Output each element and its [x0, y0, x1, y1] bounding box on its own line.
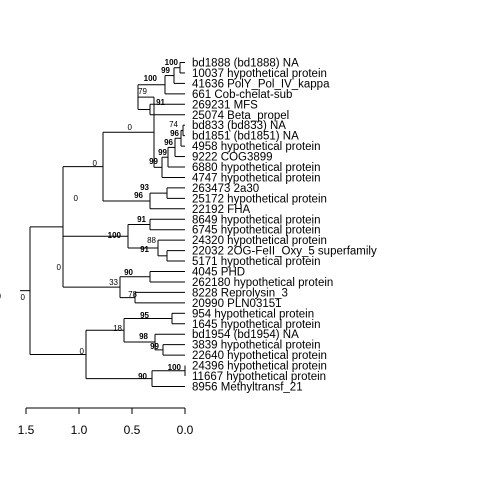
- axis-tick-label: 1.5: [18, 423, 35, 437]
- leaf-label: bd833 (bd833) NA: [192, 120, 286, 132]
- leaf-label: 4958 hypothetical protein: [192, 141, 321, 153]
- leaf-label: 24396 hypothetical protein: [192, 361, 327, 373]
- support-value: 0: [74, 194, 79, 203]
- support-value: 0: [128, 123, 133, 132]
- support-value: 0: [80, 347, 85, 356]
- leaf-label: 954 hypothetical protein: [192, 308, 314, 320]
- support-value: 0: [21, 293, 26, 302]
- support-value: 99: [161, 66, 170, 75]
- leaf-label: 661 Cob-chelat-sub: [192, 89, 292, 101]
- support-value: 96: [164, 138, 173, 147]
- leaf-label: 20990 PLN03151: [192, 298, 282, 310]
- support-value: 100: [108, 231, 122, 240]
- leaf-label: 25074 Beta_propel: [192, 110, 289, 122]
- support-value: 91: [140, 245, 149, 254]
- leaf-label: 262180 hypothetical protein: [192, 277, 333, 289]
- support-value: 99: [150, 342, 159, 351]
- support-value: 0: [57, 263, 62, 272]
- leaf-label: 269231 MFS: [192, 99, 258, 111]
- support-value: 95: [140, 311, 149, 320]
- axis-tick-label: 0.0: [177, 423, 194, 437]
- support-value: 96: [170, 129, 179, 138]
- support-value: 100: [168, 363, 182, 372]
- support-value: 74: [169, 120, 178, 129]
- support-value: 0: [93, 159, 98, 168]
- support-value: 88: [147, 236, 156, 245]
- leaf-label: bd1888 (bd1888) NA: [192, 58, 299, 70]
- leaf-label: 263473 2a30: [192, 183, 259, 195]
- leaf-label: 9222 COG3899: [192, 152, 273, 164]
- leaf-label: 8649 hypothetical protein: [192, 214, 321, 226]
- support-value: 93: [140, 183, 149, 192]
- leaf-label: 5171 hypothetical protein: [192, 256, 321, 268]
- axis-tick-label: 0.5: [124, 423, 141, 437]
- support-value: 100: [144, 74, 158, 83]
- support-value: 99: [158, 148, 167, 157]
- support-value: 79: [138, 87, 147, 96]
- leaf-label: 8956 Methyltransf_21: [192, 381, 303, 393]
- leaf-label: 4045 PHD: [192, 267, 245, 279]
- leaf-label: 11667 hypothetical protein: [192, 371, 326, 383]
- leaf-label: 8228 Reprolysin_3: [192, 287, 288, 299]
- leaf-label: 22192 FHA: [192, 204, 251, 216]
- support-value: 0: [0, 292, 2, 301]
- leaf-label: 41636 PolY_Pol_IV_kappa: [192, 78, 330, 90]
- leaf-label: 4747 hypothetical protein: [192, 172, 321, 184]
- support-value: 90: [124, 268, 133, 277]
- leaf-label: 25172 hypothetical protein: [192, 193, 327, 205]
- support-value: 96: [134, 191, 143, 200]
- support-value: 91: [137, 215, 146, 224]
- distance-axis: 1.5 1.0 0.5 0.0: [18, 407, 194, 437]
- support-value: 33: [109, 278, 118, 287]
- leaf-label: 6880 hypothetical protein: [192, 162, 321, 174]
- support-value: 78: [128, 290, 137, 299]
- leaf-label: bd1851 (bd1851) NA: [192, 131, 299, 143]
- support-value: 98: [139, 332, 148, 341]
- leaf-label: 1645 hypothetical protein: [192, 319, 321, 331]
- leaf-label: 22640 hypothetical protein: [192, 350, 327, 362]
- leaf-label: bd1954 (bd1954) NA: [192, 329, 299, 341]
- support-value: 18: [113, 324, 122, 333]
- support-value: 100: [165, 58, 179, 67]
- leaf-label: 3839 hypothetical protein: [192, 340, 321, 352]
- tree-branches: [20, 62, 186, 387]
- support-value: 99: [149, 157, 158, 166]
- axis-tick-label: 1.0: [71, 423, 88, 437]
- leaf-label: 24320 hypothetical protein: [192, 235, 327, 247]
- leaf-label: 22032 2OG-FeII_Oxy_5 superfamily: [192, 246, 377, 258]
- support-value: 91: [156, 98, 165, 107]
- leaf-label: 6745 hypothetical protein: [192, 225, 321, 237]
- leaf-label: 10037 hypothetical protein: [192, 68, 327, 80]
- support-value: 90: [138, 372, 147, 381]
